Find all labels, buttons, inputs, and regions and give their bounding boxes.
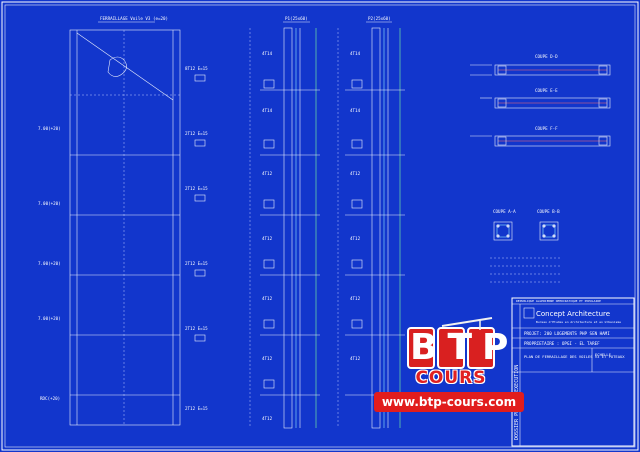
svg-text:8T12 E=15: 8T12 E=15 — [185, 66, 208, 71]
svg-text:2T12 E=15: 2T12 E=15 — [185, 186, 208, 191]
svg-text:4T12: 4T12 — [262, 236, 273, 241]
svg-text:4T14: 4T14 — [262, 108, 273, 113]
svg-text:2T12 E=15: 2T12 E=15 — [185, 406, 208, 411]
project-name: PROJET: 200 LOGEMENTS PHP SEN HAMI — [524, 331, 610, 336]
svg-text:4T12: 4T12 — [262, 171, 273, 176]
column-p1-title: P1(25x60) — [285, 16, 308, 21]
wall-sections: COUPE D-D COUPE E-E COUPE F-F — [470, 54, 611, 147]
svg-text:4T14: 4T14 — [350, 108, 361, 113]
section-label-dd: COUPE D-D — [535, 54, 558, 59]
column-sections: COUPE A-A COUPE B-B — [490, 209, 560, 283]
svg-text:4T14: 4T14 — [262, 51, 273, 56]
svg-text:7.00(+20): 7.00(+20) — [38, 316, 61, 321]
svg-text:2T12 E=15: 2T12 E=15 — [185, 326, 208, 331]
plan-title: PLAN DE FERRAILLAGE DES VOILES V3 ET POT… — [524, 354, 625, 359]
btp-logo-text: BTP — [410, 327, 519, 368]
wall-elevation: FERRAILLAGE Voile V3 (e=20) 7.00(+20) 7.… — [38, 16, 208, 426]
svg-text:4T12: 4T12 — [350, 356, 361, 361]
svg-text:4T12: 4T12 — [262, 416, 273, 421]
scale-label: ECHELLE — [595, 352, 612, 357]
svg-text:7.00(+20): 7.00(+20) — [38, 261, 61, 266]
btp-watermark: BTP COURS www.btp-cours.com — [374, 312, 524, 424]
svg-text:7.00(+20): 7.00(+20) — [38, 201, 61, 206]
website-url[interactable]: www.btp-cours.com — [374, 392, 524, 412]
svg-text:4T12: 4T12 — [262, 296, 273, 301]
svg-text:7.00(+20): 7.00(+20) — [38, 126, 61, 131]
column-p2-elevation: P2(25x60) 4T14 4T14 4T12 4T12 4T12 4T12 — [337, 16, 405, 429]
cours-text: COURS — [415, 368, 487, 388]
svg-text:4T12: 4T12 — [350, 236, 361, 241]
crane-icon — [407, 317, 495, 369]
svg-text:2T12 E=15: 2T12 E=15 — [185, 261, 208, 266]
svg-text:RDC(+20): RDC(+20) — [40, 396, 60, 401]
svg-text:4T12: 4T12 — [262, 356, 273, 361]
svg-text:4T12: 4T12 — [350, 171, 361, 176]
column-p1-elevation: P1(25x60) 4T14 4T14 4T12 4T12 4T12 4T12 … — [249, 16, 320, 429]
svg-text:2T12 E=15: 2T12 E=15 — [185, 131, 208, 136]
title-block: REPUBLIQUE ALGERIENNE DEMOCRATIQUE ET PO… — [511, 297, 635, 447]
firm-name: Concept Architecture — [536, 310, 610, 318]
section-label-bb: COUPE B-B — [537, 209, 560, 214]
firm-subtitle: Bureau d'Etudes en Architecture et en Ur… — [536, 320, 621, 324]
btp-logo: BTP — [402, 316, 519, 372]
svg-text:4T14: 4T14 — [350, 51, 361, 56]
svg-text:4T12: 4T12 — [350, 296, 361, 301]
section-label-aa: COUPE A-A — [493, 209, 516, 214]
section-label-ff: COUPE F-F — [535, 126, 558, 131]
owner-name: PROPRIETAIRE : OPGI - EL TAREF — [524, 341, 600, 346]
column-p2-title: P2(25x60) — [368, 16, 391, 21]
elevation-title: FERRAILLAGE Voile V3 (e=20) — [100, 16, 168, 21]
section-label-ee: COUPE E-E — [535, 88, 558, 93]
title-block-header: REPUBLIQUE ALGERIENNE DEMOCRATIQUE ET PO… — [516, 299, 601, 303]
